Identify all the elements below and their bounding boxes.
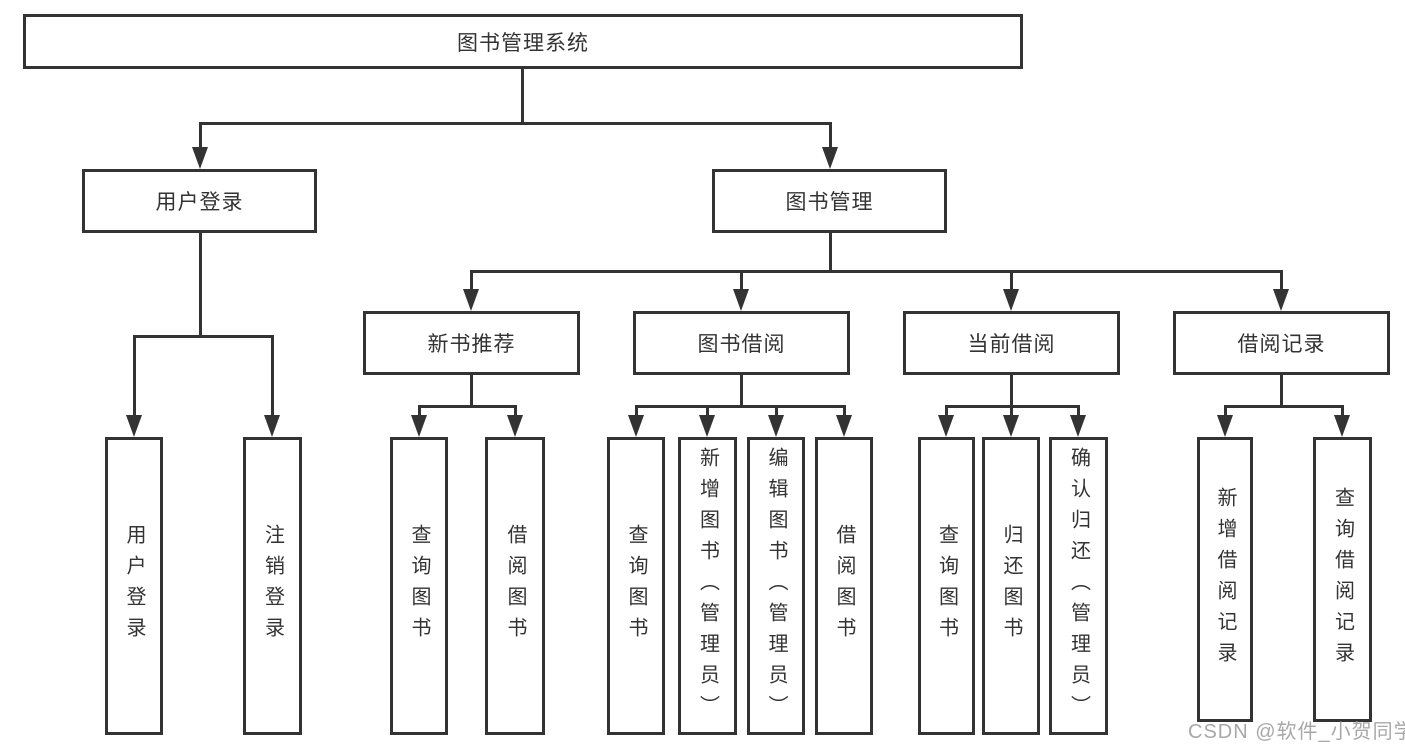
arrow-down-icon — [768, 415, 784, 437]
arrow-down-icon — [938, 415, 954, 437]
node-logout: 注销登录 — [243, 437, 302, 735]
node-borrow-query-books: 查询图书 — [607, 437, 665, 735]
connector-to-borrow-records — [1280, 270, 1283, 292]
arrow-down-icon — [1217, 415, 1233, 437]
connector-borrow-c3 — [775, 405, 778, 417]
arrow-down-icon — [1273, 289, 1289, 311]
csdn-watermark: CSDN @软件_小贺同学 — [1188, 721, 1405, 743]
connector-recommend-right — [514, 405, 517, 417]
connector-records-left — [1224, 405, 1227, 417]
connector-to-book-management — [829, 122, 832, 152]
node-user-login-label: 用户登录 — [155, 191, 244, 214]
connector-to-user-login — [199, 122, 202, 152]
node-confirm-return-admin-label: 确认归还（管理员） — [1067, 446, 1090, 726]
connector-to-logout-leaf — [271, 335, 274, 417]
node-edit-book-admin: 编辑图书（管理员） — [747, 437, 805, 735]
connector-user-login-drop — [199, 233, 202, 338]
node-library-system: 图书管理系统 — [23, 14, 1023, 69]
node-add-book-admin-label: 新增图书（管理员） — [696, 446, 719, 726]
connector-to-login-leaf — [133, 335, 136, 417]
connector-borrow-drop — [740, 375, 743, 408]
node-borrow-borrow-books: 借阅图书 — [815, 437, 873, 735]
node-return-book: 归还图书 — [982, 437, 1040, 735]
node-library-system-label: 图书管理系统 — [457, 31, 589, 55]
connector-records-bar — [1224, 405, 1344, 408]
arrow-down-icon — [507, 415, 523, 437]
connector-current-bar — [945, 405, 1080, 408]
node-book-management-label: 图书管理 — [785, 191, 874, 214]
node-current-borrow-label: 当前借阅 — [967, 333, 1056, 356]
arrow-down-icon — [628, 415, 644, 437]
node-edit-book-admin-label: 编辑图书（管理员） — [765, 446, 787, 726]
node-recommend-borrow-books-label: 借阅图书 — [504, 524, 526, 648]
node-current-query-books: 查询图书 — [918, 437, 975, 735]
node-user-login-leaf: 用户登录 — [105, 437, 163, 735]
node-borrow-records-label: 借阅记录 — [1237, 333, 1326, 356]
arrow-down-icon — [733, 289, 749, 311]
connector-recommend-bar — [418, 405, 517, 408]
arrow-down-icon — [822, 147, 838, 169]
node-add-book-admin: 新增图书（管理员） — [678, 437, 737, 735]
connector-borrow-c1 — [635, 405, 638, 417]
node-query-borrow-record: 查询借阅记录 — [1313, 437, 1372, 722]
connector-user-login-bar — [133, 335, 274, 338]
connector-current-drop — [1010, 375, 1013, 417]
node-recommend-borrow-books: 借阅图书 — [485, 437, 545, 735]
node-add-borrow-record-label: 新增借阅记录 — [1214, 486, 1236, 673]
connector-root-drop — [521, 69, 524, 122]
node-user-login: 用户登录 — [82, 169, 317, 233]
node-new-book-recommend-label: 新书推荐 — [427, 333, 516, 356]
node-logout-label: 注销登录 — [261, 524, 284, 648]
connector-borrow-c4 — [843, 405, 846, 417]
node-book-borrow-label: 图书借阅 — [697, 333, 786, 356]
node-book-borrow: 图书借阅 — [633, 311, 850, 375]
arrow-down-icon — [1070, 415, 1086, 437]
node-current-borrow: 当前借阅 — [903, 311, 1120, 375]
node-current-query-books-label: 查询图书 — [935, 524, 958, 648]
node-borrow-records: 借阅记录 — [1173, 311, 1390, 375]
node-borrow-borrow-books-label: 借阅图书 — [833, 524, 855, 648]
connector-to-book-borrow — [740, 270, 743, 292]
connector-book-management-bar — [470, 270, 1283, 273]
connector-borrow-c2 — [706, 405, 709, 417]
node-add-borrow-record: 新增借阅记录 — [1197, 437, 1253, 722]
arrow-down-icon — [1003, 289, 1019, 311]
node-user-login-leaf-label: 用户登录 — [123, 524, 145, 648]
connector-records-right — [1341, 405, 1344, 417]
node-query-borrow-record-label: 查询借阅记录 — [1331, 486, 1354, 673]
arrow-down-icon — [264, 415, 280, 437]
connector-current-c3 — [1077, 405, 1080, 417]
node-borrow-query-books-label: 查询图书 — [625, 524, 647, 648]
arrow-down-icon — [699, 415, 715, 437]
connector-current-c1 — [945, 405, 948, 417]
connector-root-bar — [199, 122, 832, 125]
arrow-down-icon — [192, 147, 208, 169]
node-book-management: 图书管理 — [712, 169, 947, 233]
connector-recommend-left — [418, 405, 421, 417]
arrow-down-icon — [126, 415, 142, 437]
node-new-book-recommend: 新书推荐 — [363, 311, 580, 375]
connector-records-drop — [1280, 375, 1283, 408]
connector-to-current-borrow — [1010, 270, 1013, 292]
node-recommend-query-books: 查询图书 — [390, 437, 448, 735]
arrow-down-icon — [836, 415, 852, 437]
node-recommend-query-books-label: 查询图书 — [408, 524, 430, 648]
arrow-down-icon — [463, 289, 479, 311]
arrow-down-icon — [411, 415, 427, 437]
node-return-book-label: 归还图书 — [1000, 524, 1022, 648]
node-confirm-return-admin: 确认归还（管理员） — [1049, 437, 1108, 735]
connector-recommend-drop — [470, 375, 473, 408]
arrow-down-icon — [1003, 415, 1019, 437]
connector-borrow-bar — [635, 405, 846, 408]
connector-book-management-drop — [829, 233, 832, 273]
arrow-down-icon — [1334, 415, 1350, 437]
connector-to-new-book — [470, 270, 473, 292]
